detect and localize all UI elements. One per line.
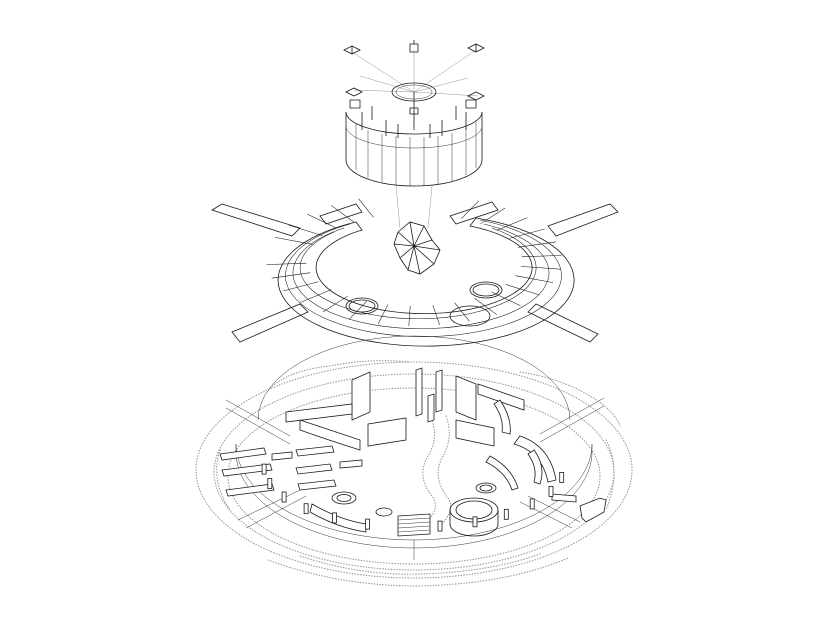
radial-grid-line (515, 275, 554, 283)
column (267, 478, 273, 489)
radial-grid-line (496, 217, 528, 231)
column (559, 471, 565, 483)
stairs (397, 513, 431, 537)
interior-walls-right (455, 375, 557, 485)
radial-grid-line (520, 266, 561, 270)
radial-grid-line (307, 213, 337, 229)
cable-anchors (343, 40, 485, 101)
radial-grid-line (505, 284, 540, 296)
column (437, 520, 443, 532)
radial-grid-line (509, 228, 545, 239)
radial-grid-line (288, 224, 323, 236)
benches-right (485, 455, 607, 523)
straight-walkways (211, 201, 619, 343)
paved-path (421, 415, 452, 527)
radial-grid-line (474, 297, 497, 315)
column (472, 516, 478, 528)
radial-grid-line (348, 301, 367, 320)
radial-grid-line (271, 272, 311, 279)
hanging-panels (345, 99, 483, 187)
radial-grid-line (300, 289, 332, 303)
benches-left (219, 445, 367, 533)
circular-openings (345, 281, 503, 327)
column (529, 498, 535, 510)
column (303, 503, 309, 515)
radial-grid-line (408, 305, 411, 327)
interior-walls-left (285, 367, 443, 451)
radial-grid-line (454, 302, 470, 322)
column (261, 463, 267, 475)
ground-plan (195, 335, 633, 587)
radial-grid-line (432, 305, 440, 326)
gridded-ring-deck (211, 198, 619, 347)
radial-grid (266, 198, 562, 327)
radial-grid-line (377, 304, 389, 325)
column (281, 491, 287, 503)
radial-grid-line (461, 200, 480, 219)
column (503, 508, 509, 520)
column (548, 485, 554, 497)
landscape-halo (195, 360, 633, 587)
cable-lines (351, 49, 479, 97)
column (332, 512, 337, 524)
radial-grid-line (491, 291, 521, 307)
radial-grid-line (283, 281, 319, 292)
radial-grid-line (266, 262, 307, 265)
suspended-sculpture (393, 221, 441, 275)
radial-grid-line (517, 241, 557, 248)
radial-grid-line (331, 205, 354, 223)
radial-grid-line (358, 198, 374, 218)
column (365, 518, 371, 530)
ring-outline (277, 217, 575, 347)
radial-grid-line (521, 255, 562, 258)
suspended-canopy (343, 40, 485, 229)
